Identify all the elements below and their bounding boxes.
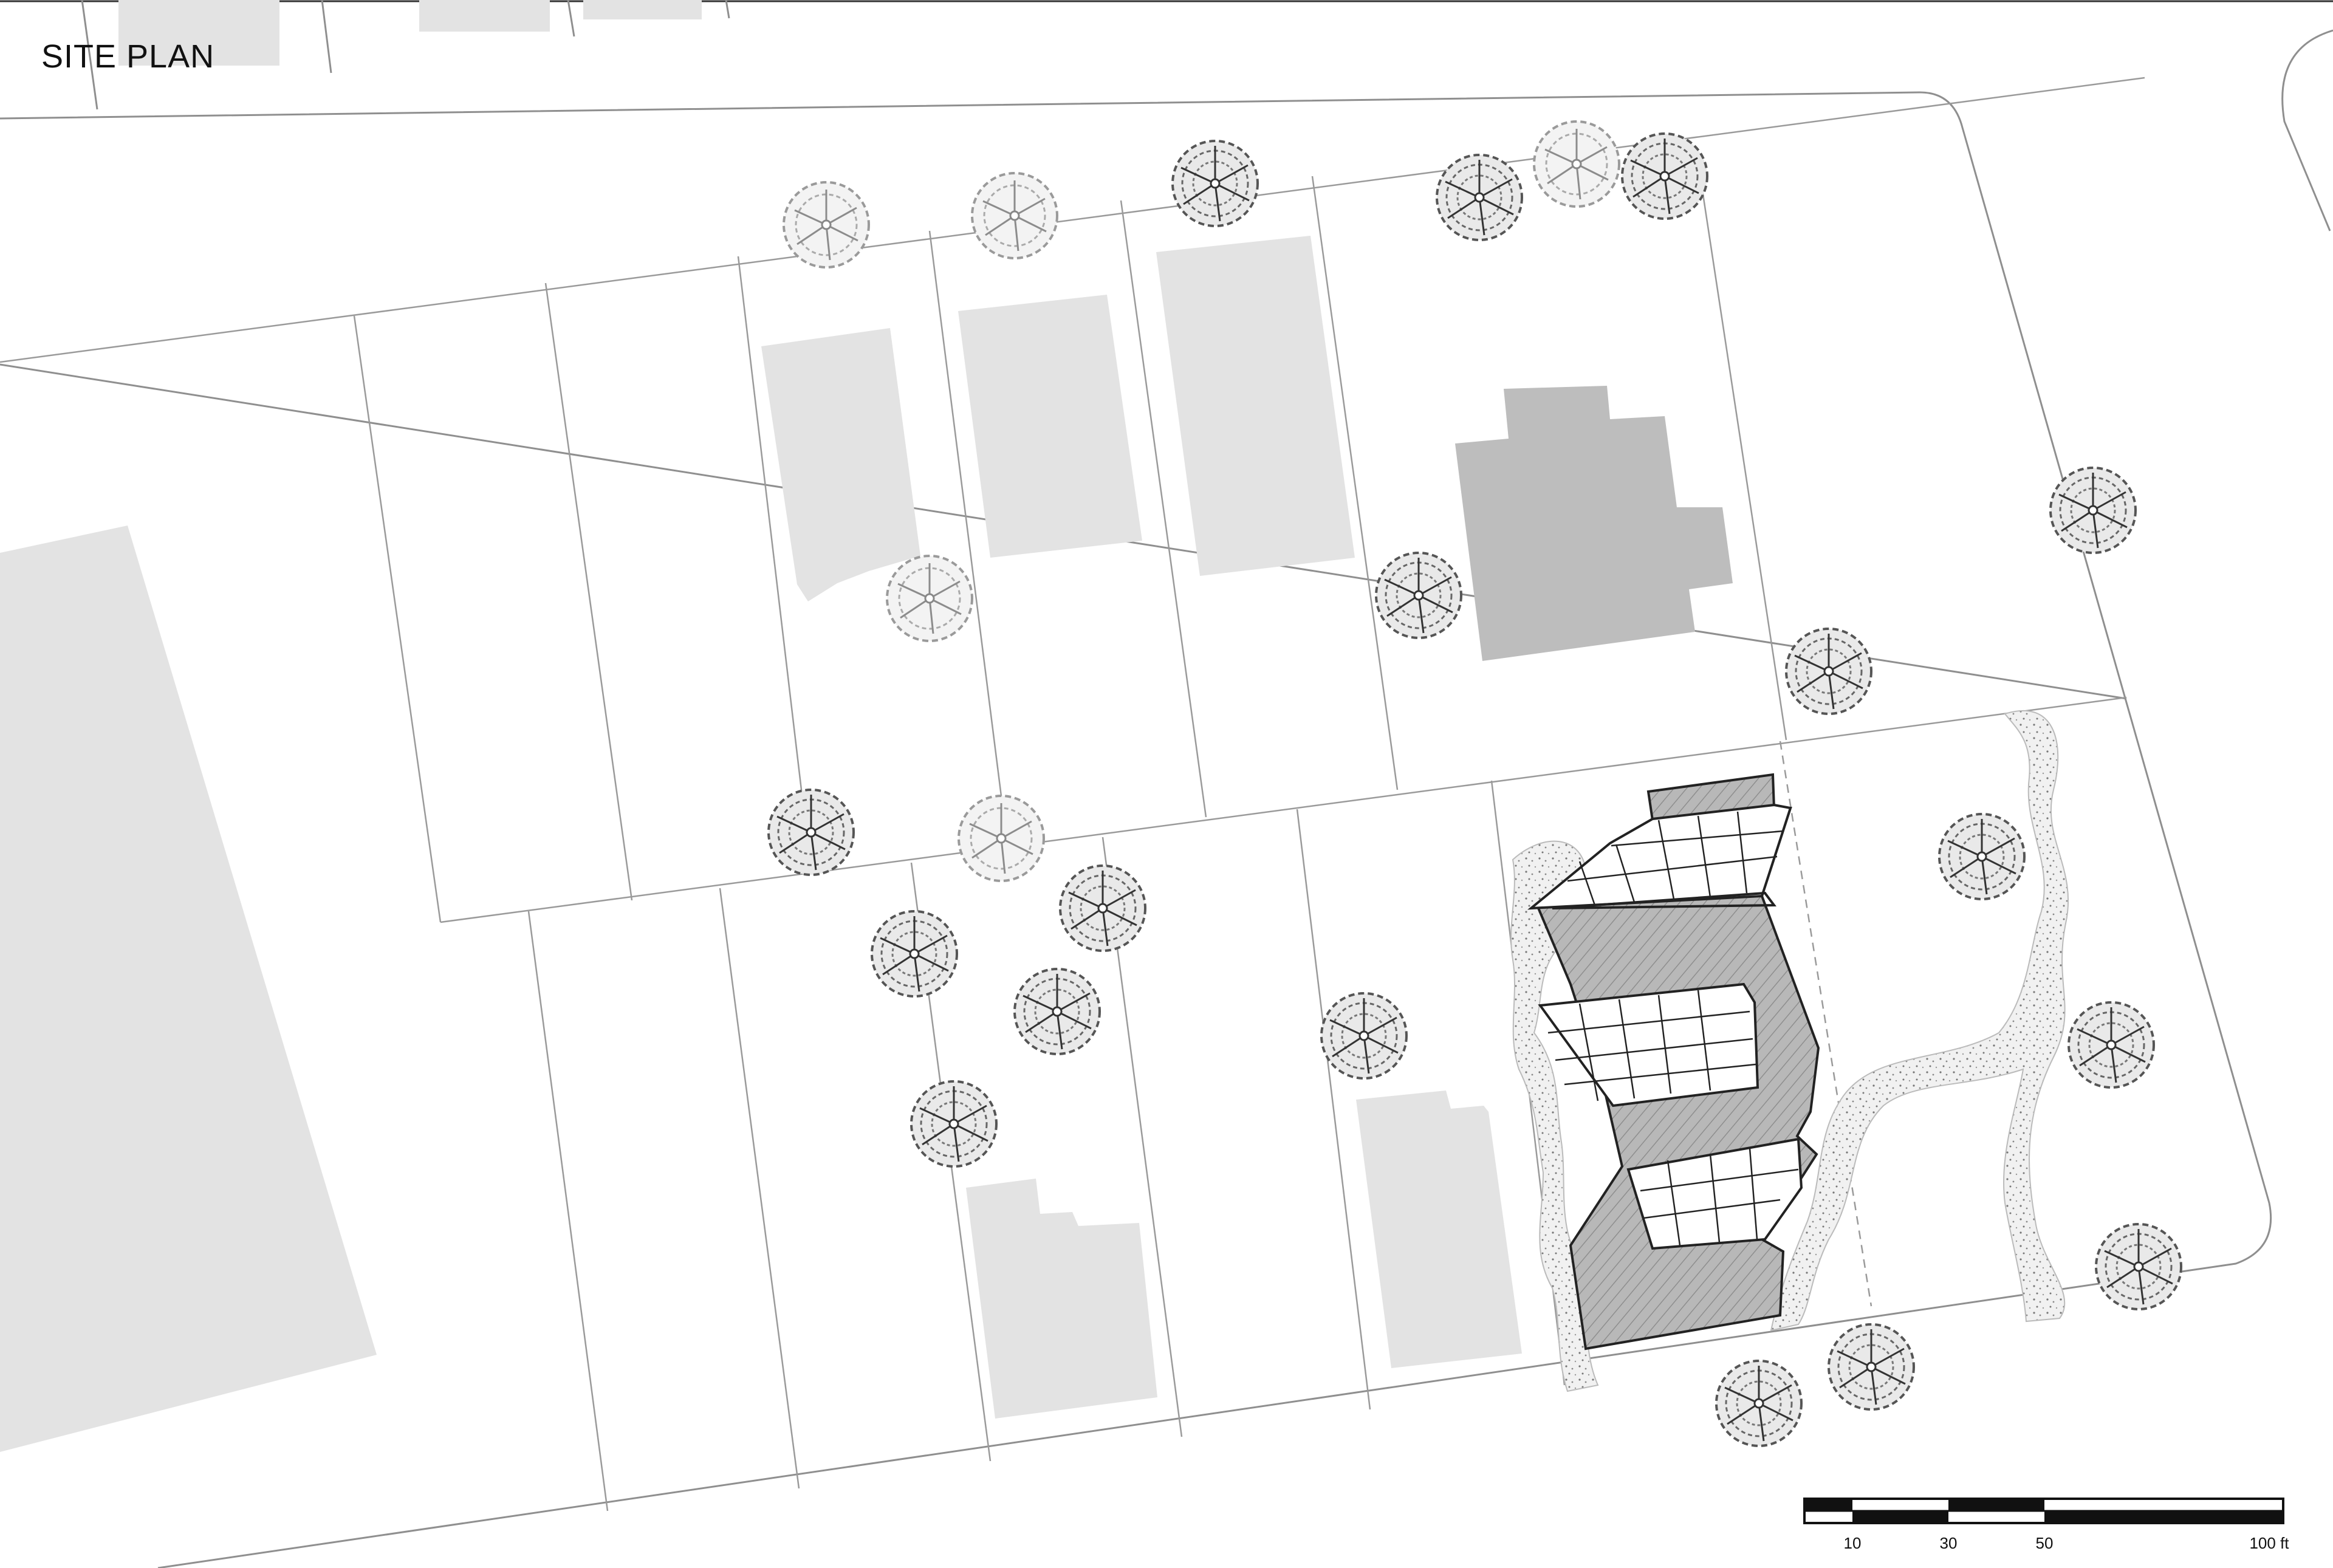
scale-label-30: 30	[1939, 1534, 1958, 1552]
tree-canopy-icon	[767, 789, 855, 876]
page-title: SITE PLAN	[41, 38, 215, 75]
tree-canopy-icon	[1013, 968, 1101, 1055]
existing-house	[1455, 386, 1733, 661]
glazing-grid	[1547, 811, 1799, 1246]
neighbor-houses	[761, 236, 1522, 1419]
tree-canopy-icon	[958, 795, 1045, 882]
tree-canopy-icon	[1533, 120, 1620, 208]
scale-label-100ft: 100 ft	[2249, 1534, 2289, 1552]
tree-canopy-icon	[1938, 813, 2026, 900]
large-building	[0, 526, 377, 1452]
tree-canopy-icon	[1320, 992, 1408, 1080]
proposed-building	[1527, 773, 1820, 1351]
tree-canopy-icon	[971, 172, 1058, 259]
tree-canopy-icon	[2049, 467, 2137, 554]
neighbor-building	[583, 0, 702, 19]
tree-canopy-icon	[1171, 140, 1259, 227]
tree-canopy-icon	[886, 555, 973, 642]
tree-canopy-icon	[1059, 864, 1146, 952]
tree-canopy-icon	[1436, 154, 1523, 241]
neighbor-building	[118, 0, 279, 66]
tree-canopy-icon	[1715, 1360, 1803, 1447]
lot-lines	[0, 77, 2145, 1512]
tree-canopy-icon	[783, 181, 870, 269]
tree-canopy-icon	[1828, 1323, 1915, 1411]
tree-canopy-icon	[2067, 1001, 2155, 1089]
tree-canopy-icon	[910, 1080, 998, 1168]
tree-canopy-icon	[1785, 628, 1872, 715]
neighbor-building	[419, 0, 550, 32]
tree-canopy-icon	[871, 910, 958, 998]
tree-canopy-icon	[2095, 1223, 2182, 1310]
tree-canopy-icon	[1375, 552, 1462, 639]
tree-canopy-icon	[1621, 132, 1708, 220]
scale-bar	[1803, 1498, 2284, 1524]
scale-label-50: 50	[2035, 1534, 2054, 1552]
scale-label-10: 10	[1843, 1534, 1862, 1552]
